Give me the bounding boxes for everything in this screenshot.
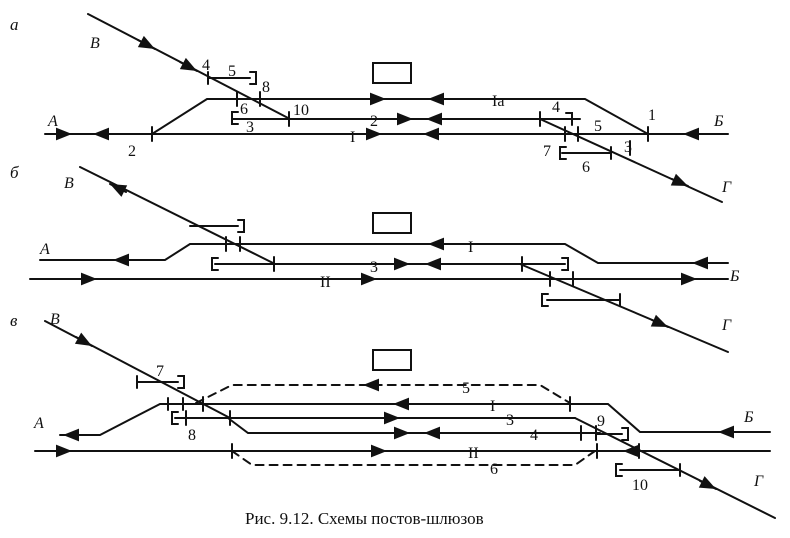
switch-2-a: 2: [128, 143, 136, 160]
track-i-b: I: [468, 239, 473, 256]
panel-a-arrows: [54, 35, 701, 187]
dir-b-c: Б: [743, 409, 754, 426]
dir-a-c: А: [33, 415, 44, 432]
panel-c-dashed-tracks: [195, 384, 596, 466]
dir-a-b: А: [39, 241, 50, 258]
dir-g-b: Г: [721, 317, 732, 334]
panel-b-tracks: [29, 166, 729, 353]
track-ia-a: Iа: [492, 93, 504, 110]
track-i-a: I: [350, 129, 355, 146]
switch-8-a: 8: [262, 79, 270, 96]
panel-a-signal-box: [372, 62, 412, 84]
track-3-a: 3: [246, 119, 254, 136]
dir-a-a: А: [47, 113, 58, 130]
switch-5-a: 5: [228, 63, 236, 80]
dir-b-a: Б: [713, 113, 724, 130]
switch-6b-a: 6: [582, 159, 590, 176]
track-ii-b: II: [320, 274, 331, 291]
switch-9-c: 9: [597, 413, 605, 430]
panel-c-joints: [136, 375, 681, 477]
switch-7-c: 7: [156, 363, 164, 380]
track-ii-c: II: [468, 445, 479, 462]
panel-c-arrows: [54, 332, 736, 490]
switch-1-a: 1: [648, 107, 656, 124]
figure-caption: Рис. 9.12. Схемы постов-шлюзов: [245, 509, 484, 528]
switch-3-a: 3: [624, 139, 632, 156]
dir-v-b: В: [64, 175, 74, 192]
track-3-b: 3: [370, 259, 378, 276]
switch-5b-a: 5: [594, 118, 602, 135]
panel-b-arrows: [79, 183, 709, 328]
dir-v-c: В: [50, 311, 60, 328]
track-i-c: I: [490, 398, 495, 415]
switch-4b-a: 4: [552, 99, 560, 116]
dir-g-a: Г: [721, 179, 732, 196]
dir-g-c: Г: [753, 473, 764, 490]
panel-b-signal-box: [372, 212, 412, 234]
switch-7-a: 7: [543, 143, 551, 160]
panel-a-joints: [151, 71, 649, 160]
switch-10-a: 10: [293, 102, 309, 119]
panel-a-letter: а: [10, 15, 19, 34]
switch-8-c: 8: [188, 427, 196, 444]
panel-b-buffers: [211, 219, 569, 307]
panel-b-letter: б: [10, 163, 19, 182]
track-4-c: 4: [530, 427, 538, 444]
track-2-a: 2: [370, 113, 378, 130]
switch-6-a: 6: [240, 101, 248, 118]
track-6-c: 6: [490, 461, 498, 478]
dir-v-a: В: [90, 35, 100, 52]
panel-c-signal-box: [372, 349, 412, 371]
panel-b-joints: [225, 236, 621, 307]
dir-b-b: Б: [729, 268, 740, 285]
track-5-c: 5: [462, 380, 470, 397]
panel-c-buffers: [171, 375, 629, 477]
switch-4-a: 4: [202, 57, 210, 74]
track-3-c: 3: [506, 412, 514, 429]
panel-c-letter: в: [10, 311, 18, 330]
switch-10-c: 10: [632, 477, 648, 494]
panel-a-tracks: [44, 13, 729, 203]
panel-a-buffers: [231, 71, 573, 160]
